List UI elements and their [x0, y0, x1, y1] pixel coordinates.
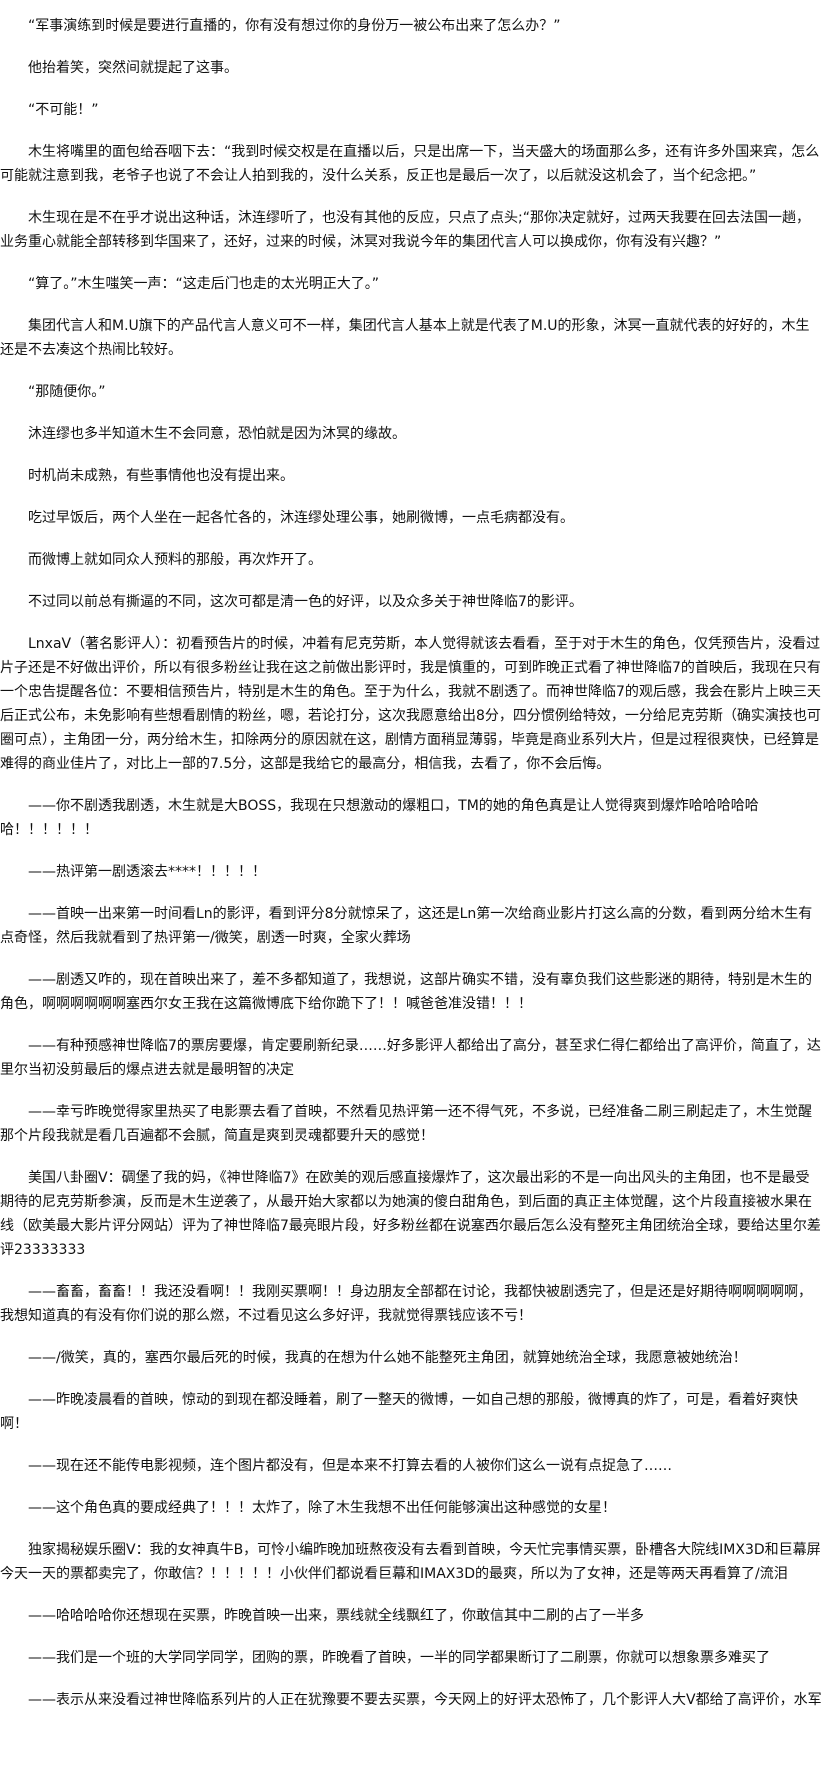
paragraph: 木生现在是不在乎才说出这种话，沐连缪听了，也没有其他的反应，只点了点头;“那你决… [0, 210, 810, 250]
comment: ——幸亏昨晚觉得家里热买了电影票去看了首映，不然看见热评第一还不得气死，不多说，… [0, 1104, 812, 1144]
comment: ——有种预感神世降临7的票房要爆，肯定要刷新纪录……好多影评人都给出了高分，甚至… [0, 1038, 821, 1078]
comment: ——首映一出来第一时间看Ln的影评，看到评分8分就惊呆了，这还是Ln第一次给商业… [0, 906, 813, 946]
comment: ——昨晚凌晨看的首映，惊动的到现在都没睡着，刷了一整天的微博，一如自己想的那般，… [0, 1392, 798, 1432]
comment: ——/微笑，真的，塞西尔最后死的时候，我真的在想为什么她不能整死主角团，就算她统… [28, 1350, 747, 1366]
paragraph: “军事演练到时候是要进行直播的，你有没有想过你的身份万一被公布出来了怎么办？” [28, 18, 561, 34]
paragraph: “不可能！” [28, 102, 99, 118]
review-post: 美国八卦圈V：碉堡了我的妈，《神世降临7》在欧美的观后感直接爆炸了，这次最出彩的… [0, 1170, 821, 1258]
comment: ——剧透又咋的，现在首映出来了，差不多都知道了，我想说，这部片确实不错，没有辜负… [0, 972, 812, 1012]
comment: ——现在还不能传电影视频，连个图片都没有，但是本来不打算去看的人被你们这么一说有… [28, 1458, 672, 1474]
paragraph: “那随便你。” [28, 384, 106, 400]
paragraph: 而微博上就如同众人预料的那般，再次炸开了。 [28, 552, 322, 568]
comment: ——热评第一剧透滚去****！！！！！ [28, 864, 266, 880]
paragraph: 吃过早饭后，两个人坐在一起各忙各的，沐连缪处理公事，她刷微博，一点毛病都没有。 [28, 510, 574, 526]
comment: ——你不剧透我剧透，木生就是大BOSS，我现在只想激动的爆粗口，TM的她的角色真… [0, 798, 759, 838]
paragraph: 沐连缪也多半知道木生不会同意，恐怕就是因为沐冥的缘故。 [28, 426, 406, 442]
comment: ——表示从来没看过神世降临系列片的人正在犹豫要不要去买票，今天网上的好评太恐怖了… [28, 1692, 822, 1708]
comment: ——哈哈哈哈你还想现在买票，昨晚首映一出来，票线就全线飘红了，你敢信其中二刷的占… [28, 1608, 644, 1624]
paragraph: 时机尚未成熟，有些事情他也没有提出来。 [28, 468, 294, 484]
comment: ——我们是一个班的大学同学同学，团购的票，昨晚看了首映，一半的同学都果断订了二刷… [28, 1650, 770, 1666]
comment: ——这个角色真的要成经典了！！！太炸了，除了木生我想不出任何能够演出这种感觉的女… [28, 1500, 616, 1516]
paragraph: 木生将嘴里的面包给吞咽下去：“我到时候交权是在直播以后，只是出席一下，当天盛大的… [0, 144, 820, 184]
comment: ——畜畜，畜畜！！我还没看啊！！我刚买票啊！！身边朋友全部都在讨论，我都快被剧透… [0, 1284, 812, 1324]
review-post: LnxaV（著名影评人）：初看预告片的时候，冲着有尼克劳斯，本人觉得就该去看看，… [0, 636, 821, 772]
novel-text-document: “军事演练到时候是要进行直播的，你有没有想过你的身份万一被公布出来了怎么办？” … [0, 18, 822, 1708]
paragraph: 集团代言人和M.U旗下的产品代言人意义可不一样，集团代言人基本上就是代表了M.U… [0, 318, 810, 358]
paragraph: 不过同以前总有撕逼的不同，这次可都是清一色的好评，以及众多关于神世降临7的影评。 [28, 594, 583, 610]
paragraph: 他抬着笑，突然间就提起了这事。 [28, 60, 238, 76]
review-post: 独家揭秘娱乐圈V：我的女神真牛B，可怜小编昨晚加班熬夜没有去看到首映，今天忙完事… [0, 1542, 821, 1582]
paragraph: “算了。”木生嗤笑一声：“这走后门也走的太光明正大了。” [28, 276, 380, 292]
